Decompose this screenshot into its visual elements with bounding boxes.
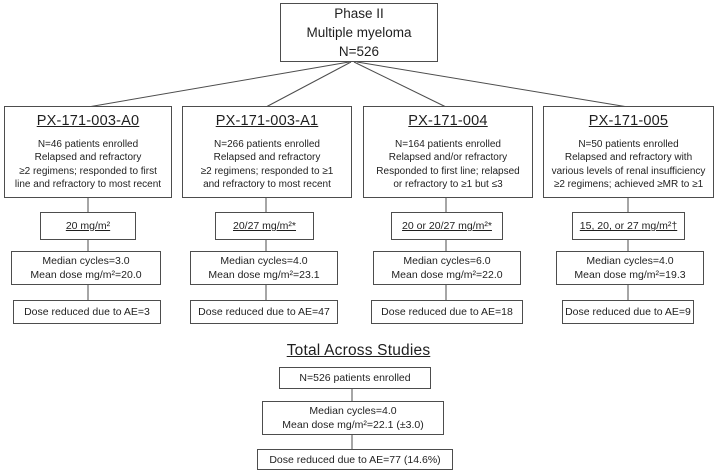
study-box-px-171-003-a0: PX-171-003-A0 N=46 patients enrolled Rel… (4, 106, 172, 198)
dose-label: 20/27 mg/m²* (232, 220, 297, 232)
dose-label: 20 mg/m² (65, 220, 111, 232)
study-box-px-171-004: PX-171-004 N=164 patients enrolled Relap… (363, 106, 533, 198)
cycles-box: Median cycles=3.0 Mean dose mg/m²=20.0 (11, 251, 161, 285)
study-id: PX-171-003-A1 (215, 113, 319, 130)
cycles-box: Median cycles=4.0 Mean dose mg/m²=19.3 (556, 251, 704, 285)
study-id: PX-171-003-A0 (36, 113, 140, 130)
study-box-px-171-003-a1: PX-171-003-A1 N=266 patients enrolled Re… (182, 106, 352, 198)
ae-box: Dose reduced due to AE=3 (13, 300, 161, 324)
total-across-studies-heading: Total Across Studies (286, 342, 431, 359)
study-id: PX-171-005 (588, 113, 669, 130)
ae-box: Dose reduced due to AE=9 (562, 300, 694, 324)
dose-box: 20 or 20/27 mg/m²* (391, 212, 503, 240)
study-description: N=46 patients enrolled Relapsed and refr… (14, 139, 162, 190)
study-box-px-171-005: PX-171-005 N=50 patients enrolled Relaps… (543, 106, 714, 198)
dose-box: 20 mg/m² (40, 212, 136, 240)
cycles-box: Median cycles=4.0 Mean dose mg/m²=23.1 (190, 251, 338, 285)
cycles-box: Median cycles=6.0 Mean dose mg/m²=22.0 (373, 251, 521, 285)
study-id: PX-171-004 (408, 113, 488, 130)
total-ae-box: Dose reduced due to AE=77 (14.6%) (257, 449, 453, 470)
root-study-box: Phase II Multiple myeloma N=526 (280, 3, 438, 62)
ae-box: Dose reduced due to AE=47 (190, 300, 338, 324)
study-description: N=50 patients enrolled Relapsed and refr… (551, 139, 706, 190)
study-description: N=164 patients enrolled Relapsed and/or … (376, 139, 520, 190)
total-enrolled-box: N=526 patients enrolled (279, 367, 431, 389)
dose-label: 15, 20, or 27 mg/m²† (579, 220, 678, 232)
dose-box: 15, 20, or 27 mg/m²† (572, 212, 685, 240)
total-cycles-box: Median cycles=4.0 Mean dose mg/m²=22.1 (… (262, 401, 444, 435)
dose-label: 20 or 20/27 mg/m²* (402, 220, 492, 232)
ae-box: Dose reduced due to AE=18 (371, 300, 523, 324)
dose-box: 20/27 mg/m²* (215, 212, 314, 240)
study-description: N=266 patients enrolled Relapsed and ref… (200, 139, 334, 190)
